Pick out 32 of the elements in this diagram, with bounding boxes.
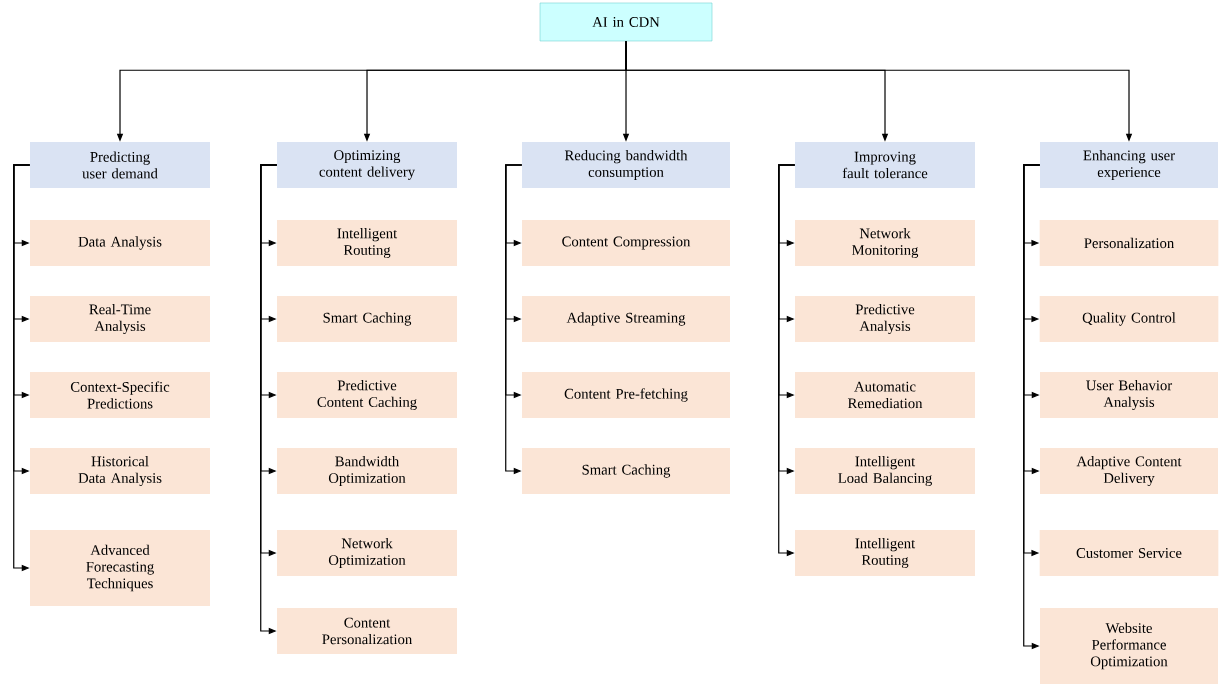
item-box: Historical Data Analysis [30,448,210,494]
item-box: Website Performance Optimization [1040,608,1218,684]
category-box: Predicting user demand [30,142,210,188]
category-box: Reducing bandwidth consumption [522,142,730,188]
category-box: Improving fault tolerance [795,142,975,188]
item-box: Adaptive Streaming [522,296,730,342]
item-box: Adaptive Content Delivery [1040,448,1218,494]
item-box: User Behavior Analysis [1040,372,1218,418]
item-box: Data Analysis [30,220,210,266]
item-box: Content Personalization [277,608,457,654]
item-box: Bandwidth Optimization [277,448,457,494]
item-box: Network Monitoring [795,220,975,266]
category-box: Enhancing user experience [1040,142,1218,188]
item-box: Real-Time Analysis [30,296,210,342]
item-box: Predictive Analysis [795,296,975,342]
item-box: Network Optimization [277,530,457,576]
item-box: Quality Control [1039,296,1219,342]
item-box: Content Compression [522,220,730,266]
category-box: Optimizing content delivery [277,142,457,188]
item-box: Intelligent Load Balancing [795,448,975,494]
item-box: Customer Service [1039,530,1219,576]
item-box: Predictive Content Caching [277,372,457,418]
item-box: Advanced Forecasting Techniques [30,530,210,606]
item-box: Intelligent Routing [277,220,457,266]
item-box: Intelligent Routing [795,530,975,576]
item-box: Personalization [1039,220,1219,266]
item-box: Context-Specific Predictions [30,372,210,418]
item-box: Smart Caching [522,448,730,494]
item-box: Smart Caching [277,296,457,342]
item-box: Content Pre-fetching [522,372,730,418]
item-box: Automatic Remediation [795,372,975,418]
root-box: AI in CDN [539,2,713,42]
